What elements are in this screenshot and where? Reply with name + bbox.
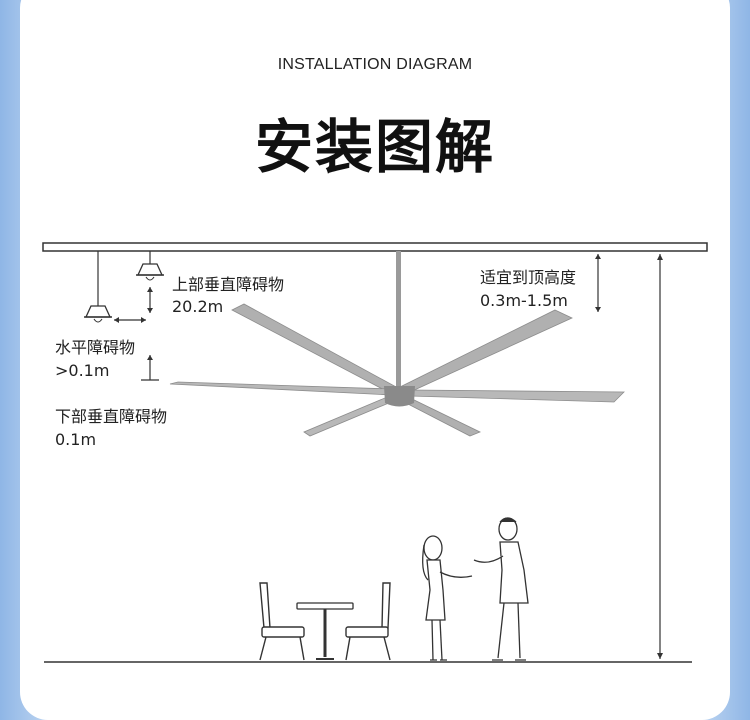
person-man-icon [473, 517, 529, 661]
chair-icon [259, 582, 305, 661]
ceiling-fan-icon [169, 251, 625, 437]
total-height-arrow [657, 254, 663, 659]
chair-icon [345, 582, 391, 661]
suitable-height-arrow [595, 254, 601, 312]
installation-diagram [42, 242, 708, 663]
upper-obstacle-label: 上部垂直障碍物 [172, 275, 285, 294]
table-icon [296, 602, 354, 660]
suitable-height-value: 0.3m-1.5m [480, 291, 568, 310]
upper-distance-arrow [147, 287, 153, 313]
diagram-title: 安装图解 [254, 113, 495, 181]
content-card [20, 0, 730, 720]
lower-obstacle-value: 0.1m [55, 430, 97, 449]
ceiling [42, 242, 708, 252]
pendant-lamp-icon [136, 251, 164, 281]
lower-distance-arrow [141, 355, 159, 381]
upper-obstacle-value: 20.2m [172, 297, 224, 316]
person-woman-icon [422, 535, 473, 661]
pendant-lamp-icon [84, 251, 112, 323]
lower-obstacle-label: 下部垂直障碍物 [55, 407, 168, 426]
horizontal-obstacle-value: >0.1m [55, 361, 110, 380]
diagram-subtitle: INSTALLATION DIAGRAM [277, 56, 473, 73]
horizontal-distance-arrow [114, 317, 146, 323]
suitable-height-label: 适宜到顶高度 [480, 268, 577, 287]
horizontal-obstacle-label: 水平障碍物 [55, 338, 136, 357]
